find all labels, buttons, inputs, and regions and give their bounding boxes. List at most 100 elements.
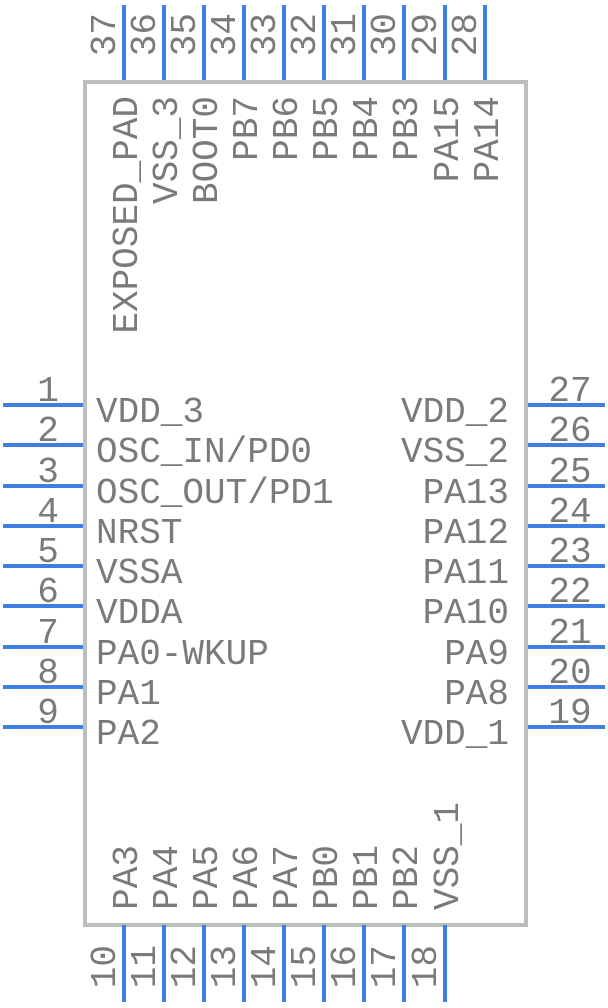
pin-13-number: 13 bbox=[205, 945, 246, 989]
pin-1-line bbox=[3, 403, 83, 407]
pin-28-line bbox=[482, 5, 487, 80]
pin-2-line bbox=[3, 443, 83, 448]
pin-1-number: 1 bbox=[37, 371, 59, 412]
pin-36-number: 36 bbox=[124, 13, 166, 57]
pin-29-number: 29 bbox=[405, 13, 447, 57]
pin-29-line bbox=[442, 5, 447, 80]
pin-17-line bbox=[402, 925, 407, 1002]
pin-5-number: 5 bbox=[37, 532, 59, 573]
pin-10-line bbox=[121, 925, 126, 1002]
pin-25-line bbox=[528, 483, 605, 488]
pin-19-line bbox=[528, 725, 605, 729]
pin-12-number: 12 bbox=[164, 945, 206, 989]
pin-11-name: PA4 bbox=[146, 845, 188, 910]
pin-33-name: PB6 bbox=[267, 96, 309, 161]
pin-22-name: PA10 bbox=[422, 593, 509, 635]
pin-35-line bbox=[201, 5, 206, 80]
pin-8-number: 8 bbox=[37, 652, 59, 694]
pin-24-line bbox=[528, 523, 605, 528]
pin-24-number: 24 bbox=[548, 491, 592, 533]
pin-27-number: 27 bbox=[548, 371, 592, 412]
chip-body bbox=[83, 80, 528, 927]
pin-6-name: VDDA bbox=[96, 593, 183, 635]
pin-26-line bbox=[528, 443, 605, 448]
pin-21-number: 21 bbox=[548, 612, 592, 654]
pin-17-name: PB2 bbox=[387, 845, 429, 910]
pin-10-name: PA3 bbox=[106, 845, 148, 910]
pin-16-number: 16 bbox=[325, 945, 367, 989]
pin-11-number: 11 bbox=[124, 945, 166, 989]
pin-25-number: 25 bbox=[548, 451, 592, 493]
pin-5-line bbox=[3, 564, 83, 568]
pin-36-name: VSS_3 bbox=[146, 96, 188, 205]
pin-24-name: PA12 bbox=[422, 512, 509, 554]
pin-30-number: 30 bbox=[365, 13, 407, 57]
pin-12-line bbox=[201, 925, 206, 1002]
pin-35-number: 35 bbox=[164, 13, 206, 57]
pin-14-line bbox=[282, 925, 287, 1002]
pin-7-number: 7 bbox=[37, 612, 59, 654]
pin-15-name: PB0 bbox=[307, 845, 349, 910]
pin-6-number: 6 bbox=[37, 572, 59, 614]
pin-9-name: PA2 bbox=[96, 714, 161, 755]
pin-6-line bbox=[3, 604, 83, 609]
pin-33-line bbox=[282, 5, 287, 80]
pin-22-number: 22 bbox=[548, 572, 592, 614]
pin-1-name: VDD_3 bbox=[96, 392, 205, 433]
pin-20-number: 20 bbox=[548, 652, 592, 694]
pin-32-number: 32 bbox=[285, 13, 327, 57]
pin-31-number: 31 bbox=[325, 13, 367, 57]
pin-11-line bbox=[161, 925, 166, 1002]
pin-20-line bbox=[528, 684, 605, 689]
pin-2-name: OSC_IN/PD0 bbox=[96, 432, 313, 474]
pin-13-name: PA6 bbox=[227, 845, 268, 910]
pin-28-name: PA14 bbox=[467, 96, 509, 183]
pin-16-line bbox=[362, 925, 367, 1002]
pin-31-line bbox=[362, 5, 367, 80]
pin-16-name: PB1 bbox=[347, 845, 389, 910]
pin-10-number: 10 bbox=[84, 945, 126, 989]
pin-3-number: 3 bbox=[37, 451, 59, 493]
pin-4-number: 4 bbox=[37, 491, 59, 533]
pin-21-line bbox=[528, 644, 605, 649]
pin-18-name: VSS_1 bbox=[427, 801, 469, 910]
pin-2-number: 2 bbox=[37, 411, 59, 453]
pin-26-number: 26 bbox=[548, 411, 592, 453]
pin-32-line bbox=[322, 5, 327, 80]
pin-30-line bbox=[402, 5, 407, 80]
pin-19-name: VDD_1 bbox=[400, 714, 509, 755]
pin-8-name: PA1 bbox=[96, 673, 161, 715]
pin-18-line bbox=[442, 925, 447, 1002]
pin-31-name: PB4 bbox=[347, 96, 389, 161]
pin-29-name: PA15 bbox=[427, 96, 469, 183]
pin-23-line bbox=[528, 564, 605, 568]
pin-3-name: OSC_OUT/PD1 bbox=[96, 472, 334, 514]
pin-3-line bbox=[3, 483, 83, 488]
pin-14-name: PA7 bbox=[267, 845, 309, 910]
pin-21-name: PA9 bbox=[444, 633, 509, 675]
pin-27-name: VDD_2 bbox=[400, 392, 509, 433]
pin-12-name: PA5 bbox=[186, 845, 228, 910]
pin-34-line bbox=[242, 5, 246, 80]
pin-30-name: PB3 bbox=[387, 96, 429, 161]
pin-35-name: BOOT0 bbox=[186, 96, 228, 205]
pin-36-line bbox=[161, 5, 166, 80]
pin-15-number: 15 bbox=[285, 945, 327, 989]
pin-22-line bbox=[528, 604, 605, 609]
pin-4-name: NRST bbox=[96, 512, 183, 554]
pin-23-name: PA11 bbox=[422, 553, 509, 594]
pin-28-number: 28 bbox=[445, 13, 487, 57]
pin-34-name: PB7 bbox=[227, 96, 268, 161]
pin-23-number: 23 bbox=[548, 532, 592, 573]
pin-37-number: 37 bbox=[84, 13, 126, 57]
pin-9-number: 9 bbox=[37, 693, 59, 734]
pin-26-name: VSS_2 bbox=[400, 432, 509, 474]
pin-7-line bbox=[3, 644, 83, 649]
pin-18-number: 18 bbox=[405, 945, 447, 989]
pin-8-line bbox=[3, 684, 83, 689]
pin-17-number: 17 bbox=[365, 945, 407, 989]
pin-33-number: 33 bbox=[245, 13, 287, 57]
pin-7-name: PA0-WKUP bbox=[96, 633, 269, 675]
pin-25-name: PA13 bbox=[422, 472, 509, 514]
